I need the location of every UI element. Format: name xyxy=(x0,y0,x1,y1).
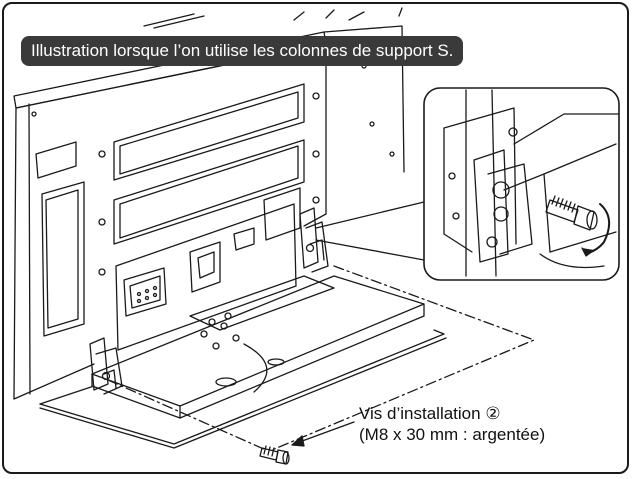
guide-lines xyxy=(107,265,535,451)
detail-inset xyxy=(423,87,620,281)
callout-line-1: Vis d’installation ② xyxy=(359,404,501,423)
display-panel xyxy=(13,7,405,400)
installation-drawing xyxy=(13,7,620,465)
callout-line-2: (M8 x 30 mm : argentée) xyxy=(359,425,546,444)
support-column-left xyxy=(89,337,123,395)
rotation-arrow-icon xyxy=(581,203,611,257)
installation-screw xyxy=(259,445,290,465)
support-column-right xyxy=(299,207,329,273)
screw-callout: Vis d’installation ② (M8 x 30 mm : argen… xyxy=(359,403,545,445)
stand-base xyxy=(39,275,447,449)
illustration-frame: Illustration lorsque l’on utilise les co… xyxy=(2,2,629,474)
detail-connectors xyxy=(315,201,425,261)
callout-leader xyxy=(291,421,355,447)
screw-icon xyxy=(545,195,598,231)
caption-banner: Illustration lorsque l’on utilise les co… xyxy=(21,36,464,66)
